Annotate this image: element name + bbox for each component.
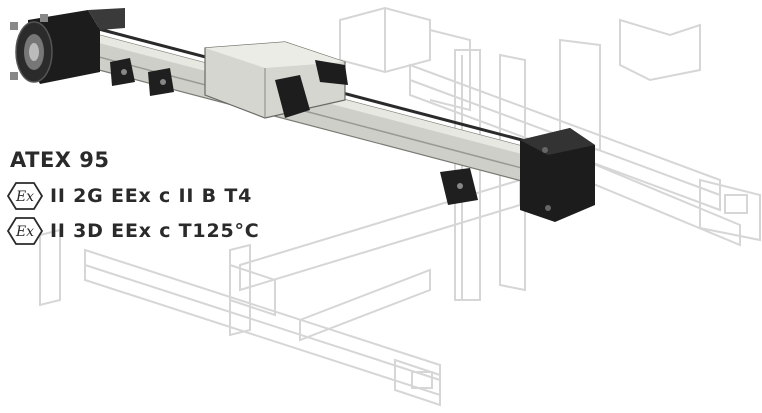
- linear-actuator-illustration: [10, 8, 595, 222]
- ex-mark-label: Ex: [15, 224, 34, 240]
- ex-hexagon-icon: Ex: [6, 181, 44, 210]
- cert-line-gas: Ex II 2G EEx c II B T4: [6, 178, 260, 213]
- cert-dust-text: II 3D EEx c T125°C: [50, 219, 260, 242]
- cert-line-dust: Ex II 3D EEx c T125°C: [6, 213, 260, 248]
- atex-certification-block: ATEX 95 Ex II 2G EEx c II B T4 Ex II 3D …: [6, 146, 260, 248]
- cert-gas-text: II 2G EEx c II B T4: [50, 184, 253, 207]
- ex-mark-label: Ex: [15, 189, 34, 205]
- ex-hexagon-icon: Ex: [6, 216, 44, 245]
- atex-heading: ATEX 95: [10, 148, 110, 172]
